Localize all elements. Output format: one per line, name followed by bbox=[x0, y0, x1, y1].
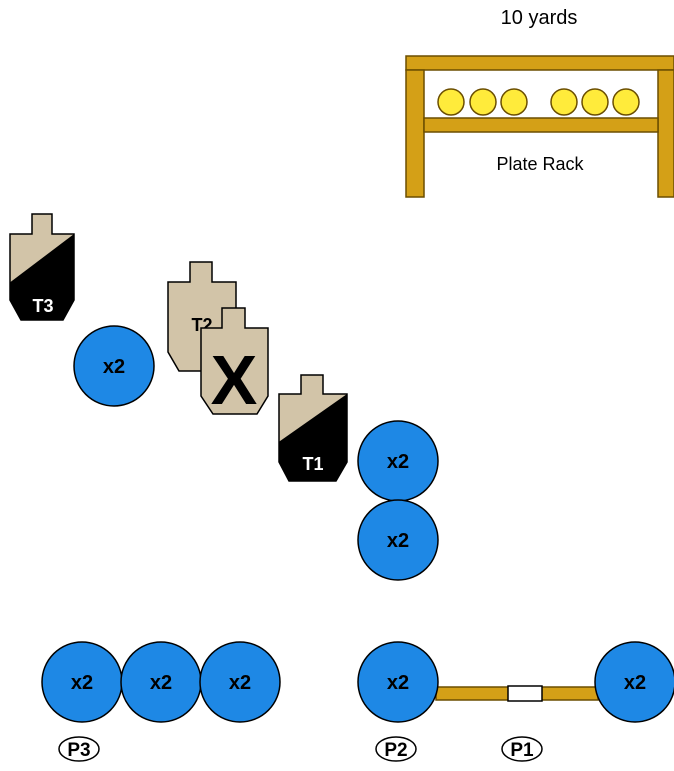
position-p2: P2 bbox=[375, 736, 417, 762]
steel-target: x2 bbox=[357, 420, 439, 502]
plate bbox=[437, 88, 465, 116]
plate bbox=[469, 88, 497, 116]
target-t1-label: T1 bbox=[302, 454, 323, 474]
steel-target: x2 bbox=[73, 325, 155, 407]
steel-count: x2 bbox=[387, 672, 409, 694]
plate bbox=[500, 88, 528, 116]
target-t1: T1 bbox=[278, 374, 348, 482]
steel-count: x2 bbox=[103, 356, 125, 378]
steel-count: x2 bbox=[387, 451, 409, 473]
steel-target: x2 bbox=[594, 641, 674, 723]
steel-count: x2 bbox=[624, 672, 646, 694]
steel-target: x2 bbox=[41, 641, 123, 723]
steel-target: x2 bbox=[199, 641, 281, 723]
position-p3-label: P3 bbox=[67, 740, 90, 761]
plate-rack-label: Plate Rack bbox=[496, 154, 584, 174]
fault-line bbox=[435, 685, 599, 702]
no-shoot-target: X bbox=[200, 307, 269, 419]
plate bbox=[612, 88, 640, 116]
steel-count: x2 bbox=[387, 530, 409, 552]
distance-label: 10 yards bbox=[501, 7, 578, 29]
target-t3-label: T3 bbox=[32, 296, 53, 316]
target-t3: T3 bbox=[9, 213, 75, 321]
plate bbox=[550, 88, 578, 116]
no-shoot-mark: X bbox=[211, 341, 258, 419]
steel-target: x2 bbox=[357, 641, 439, 723]
steel-count: x2 bbox=[71, 672, 93, 694]
position-p2-label: P2 bbox=[384, 740, 407, 761]
plate-rack-top-beam bbox=[405, 55, 674, 71]
steel-target: x2 bbox=[120, 641, 202, 723]
steel-target: x2 bbox=[357, 499, 439, 581]
plate-rack-right-post bbox=[657, 69, 674, 198]
position-p3: P3 bbox=[58, 736, 100, 762]
plate-rack-left-post bbox=[405, 69, 425, 198]
plate-rack-bottom-beam bbox=[423, 117, 659, 133]
plate-rack: Plate Rack bbox=[405, 55, 674, 198]
position-p1: P1 bbox=[501, 736, 543, 762]
fault-line-gap bbox=[507, 685, 543, 702]
steel-count: x2 bbox=[150, 672, 172, 694]
position-p1-label: P1 bbox=[510, 740, 534, 761]
steel-count: x2 bbox=[229, 672, 251, 694]
plate bbox=[581, 88, 609, 116]
